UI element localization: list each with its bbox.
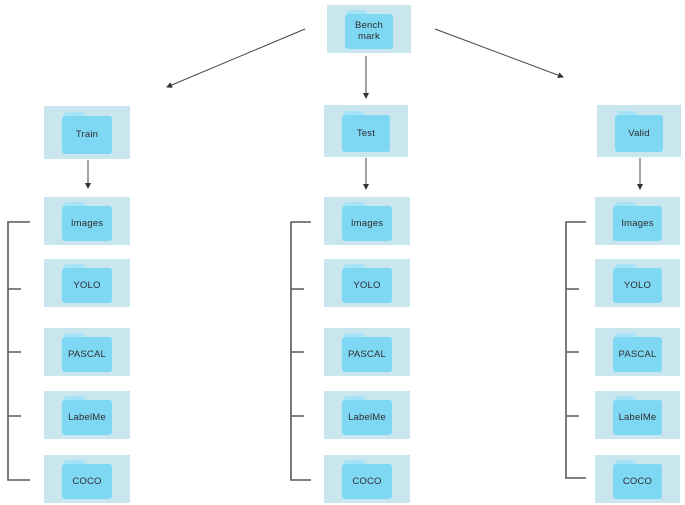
folder-node-test-pascal: PASCAL bbox=[324, 328, 410, 376]
folder-label: YOLO bbox=[73, 279, 101, 291]
folder-icon: Train bbox=[62, 111, 112, 155]
folder-icon: Images bbox=[613, 202, 662, 241]
bracket-test-group-ticks bbox=[291, 288, 304, 417]
folder-label: LabelMe bbox=[618, 411, 657, 423]
folder-label: COCO bbox=[352, 475, 382, 487]
folder-label: PASCAL bbox=[67, 348, 106, 360]
folder-label: LabelMe bbox=[68, 411, 106, 423]
folder-icon: YOLO bbox=[613, 264, 662, 303]
folder-icon: PASCAL bbox=[62, 333, 112, 372]
folder-label: YOLO bbox=[353, 279, 381, 291]
folder-node-test: Test bbox=[324, 105, 408, 157]
folder-label: Bench mark bbox=[355, 20, 383, 43]
folder-icon: LabelMe bbox=[62, 396, 112, 435]
folder-body: YOLO bbox=[62, 268, 112, 303]
folder-icon: COCO bbox=[62, 460, 112, 499]
folder-node-benchmark: Bench mark bbox=[327, 5, 411, 53]
folder-node-valid-coco: COCO bbox=[595, 455, 680, 503]
folder-node-valid: Valid bbox=[597, 105, 681, 157]
folder-icon: Bench mark bbox=[345, 10, 393, 49]
folder-icon: Valid bbox=[615, 110, 663, 153]
folder-body: Train bbox=[62, 115, 112, 155]
folder-icon: PASCAL bbox=[342, 333, 392, 372]
folder-label: COCO bbox=[72, 475, 102, 487]
folder-node-train: Train bbox=[44, 106, 130, 159]
folder-node-train-images: Images bbox=[44, 197, 130, 245]
folder-label: YOLO bbox=[623, 279, 652, 291]
folder-node-valid-images: Images bbox=[595, 197, 680, 245]
folder-label: COCO bbox=[622, 475, 653, 487]
folder-label: Test bbox=[356, 127, 376, 139]
folder-icon: YOLO bbox=[62, 264, 112, 303]
folder-body: LabelMe bbox=[62, 400, 112, 435]
folder-node-valid-pascal: PASCAL bbox=[595, 328, 680, 376]
folder-body: YOLO bbox=[613, 268, 662, 303]
bracket-valid-group-ticks bbox=[566, 288, 579, 417]
folder-icon: Images bbox=[342, 202, 392, 241]
folder-body: Test bbox=[342, 114, 390, 153]
folder-node-train-labelme: LabelMe bbox=[44, 391, 130, 439]
folder-node-valid-labelme: LabelMe bbox=[595, 391, 680, 439]
folder-label: Train bbox=[75, 129, 99, 141]
arrow-benchmark-to-train bbox=[166, 28, 306, 88]
arrow-benchmark-to-valid bbox=[434, 28, 564, 79]
folder-body: Images bbox=[62, 206, 112, 241]
folder-body: PASCAL bbox=[62, 337, 112, 372]
folder-node-test-coco: COCO bbox=[324, 455, 410, 503]
folder-body: LabelMe bbox=[613, 400, 662, 435]
bracket-valid-group bbox=[565, 221, 586, 479]
folder-icon: COCO bbox=[342, 460, 392, 499]
folder-node-test-labelme: LabelMe bbox=[324, 391, 410, 439]
folder-body: PASCAL bbox=[613, 337, 662, 372]
folder-body: COCO bbox=[342, 464, 392, 499]
folder-body: Bench mark bbox=[345, 14, 393, 49]
folder-label: Images bbox=[70, 217, 104, 229]
folder-label: PASCAL bbox=[347, 348, 386, 360]
folder-icon: Images bbox=[62, 202, 112, 241]
folder-label: LabelMe bbox=[348, 411, 386, 423]
bracket-train-group bbox=[7, 221, 30, 481]
folder-node-train-yolo: YOLO bbox=[44, 259, 130, 307]
folder-body: Images bbox=[613, 206, 662, 241]
folder-label: PASCAL bbox=[618, 348, 657, 360]
folder-label: Images bbox=[621, 217, 654, 229]
folder-body: COCO bbox=[62, 464, 112, 499]
folder-body: LabelMe bbox=[342, 400, 392, 435]
folder-node-test-yolo: YOLO bbox=[324, 259, 410, 307]
folder-icon: Test bbox=[342, 110, 390, 153]
folder-body: PASCAL bbox=[342, 337, 392, 372]
folder-body: Valid bbox=[615, 114, 663, 153]
folder-label: Valid bbox=[628, 127, 650, 139]
folder-body: YOLO bbox=[342, 268, 392, 303]
bracket-test-group bbox=[290, 221, 311, 481]
folder-body: COCO bbox=[613, 464, 662, 499]
bracket-train-group-ticks bbox=[8, 288, 21, 417]
folder-node-train-coco: COCO bbox=[44, 455, 130, 503]
folder-node-train-pascal: PASCAL bbox=[44, 328, 130, 376]
folder-body: Images bbox=[342, 206, 392, 241]
folder-icon: LabelMe bbox=[613, 396, 662, 435]
folder-icon: LabelMe bbox=[342, 396, 392, 435]
folder-node-test-images: Images bbox=[324, 197, 410, 245]
folder-icon: COCO bbox=[613, 460, 662, 499]
folder-node-valid-yolo: YOLO bbox=[595, 259, 680, 307]
folder-icon: YOLO bbox=[342, 264, 392, 303]
folder-label: Images bbox=[350, 217, 384, 229]
folder-icon: PASCAL bbox=[613, 333, 662, 372]
